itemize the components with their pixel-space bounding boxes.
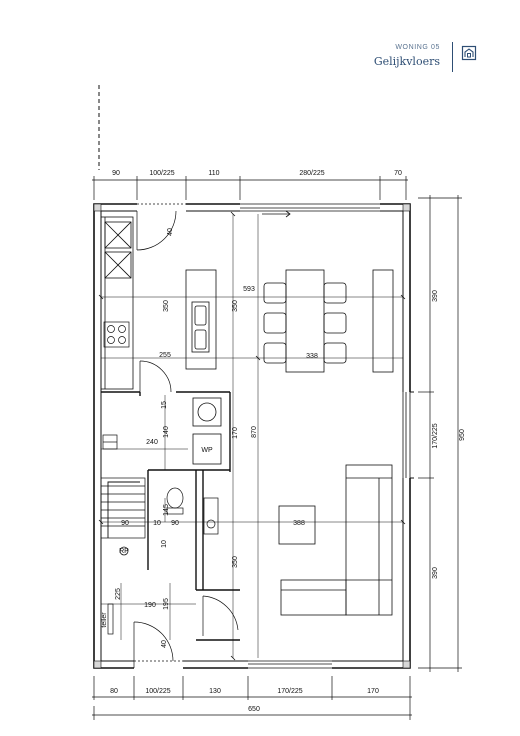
heat-pump-label: WP: [201, 447, 213, 454]
rainwater-pump-marker: [119, 546, 129, 556]
kitchen-dim-a: 350: [163, 300, 170, 312]
dim-10-a: 10: [153, 520, 161, 527]
window-bottom: [248, 660, 332, 669]
wall-corners: [93, 203, 411, 669]
header-divider: [452, 42, 453, 72]
bottom-dim-2: 100/225: [145, 688, 170, 695]
top-dim-1: 90: [112, 170, 120, 177]
dim-145: 145: [163, 504, 170, 516]
sliding-window-top: [240, 203, 380, 218]
top-dim-4: 280/225: [299, 170, 324, 177]
dim-170: 170: [232, 427, 239, 439]
house-number: WONING 05: [395, 44, 440, 51]
floor-title: Gelijkvloers: [373, 55, 440, 68]
bottom-dim-3: 130: [209, 688, 221, 695]
right-dimension-chain: [418, 195, 462, 672]
top-dim-2: 100/225: [149, 170, 174, 177]
dim-338: 338: [306, 353, 318, 360]
door-dim-bottom: 40: [161, 640, 168, 648]
utility-room: [192, 397, 222, 465]
kitchen-island: [185, 269, 217, 370]
meter-label: teller: [101, 612, 108, 628]
hall-door-lower: [202, 595, 239, 636]
bottom-dim-1: 80: [110, 688, 118, 695]
window-right: [402, 392, 411, 478]
hall-sink: [102, 434, 118, 450]
dimension-ticks: [98, 211, 406, 661]
dim-90-b: 90: [171, 520, 179, 527]
house-logo-icon: [461, 45, 477, 61]
dim-10-b: 10: [161, 540, 168, 548]
dim-90-a: 90: [121, 520, 129, 527]
dim-350-c: 350: [232, 556, 239, 568]
right-dim-total: 950: [459, 429, 466, 441]
lavatory: [203, 497, 219, 535]
top-dimension-chain: [92, 176, 408, 200]
right-dim-3: 390: [432, 567, 439, 579]
dining-table: [263, 269, 394, 373]
dim-388: 388: [293, 520, 305, 527]
bottom-dim-total: 650: [248, 706, 260, 713]
sofa: [280, 464, 393, 616]
bottom-dim-5: 170: [367, 688, 379, 695]
top-dim-5: 70: [394, 170, 402, 177]
dim-195: 195: [163, 598, 170, 610]
right-dim-1: 390: [432, 290, 439, 302]
dim-140: 140: [163, 426, 170, 438]
dim-870: 870: [251, 426, 258, 438]
top-dim-3: 110: [208, 170, 219, 177]
toilet: [166, 487, 184, 515]
interior-walls: [101, 391, 240, 641]
staircase: [100, 477, 146, 539]
dim-190: 190: [144, 602, 156, 609]
dim-593: 593: [243, 286, 255, 293]
meter-box: [107, 603, 114, 635]
rainwater-pump-label: RP: [119, 548, 129, 555]
right-dim-2: 170/225: [432, 423, 439, 448]
door-dim-top: 40: [167, 228, 174, 236]
bottom-dimension-chain: [92, 676, 412, 720]
cooktop: [103, 321, 130, 348]
plan-header: WONING 05 Gelijkvloers: [360, 38, 510, 78]
dim-255: 255: [159, 352, 171, 359]
dim-240: 240: [146, 439, 158, 446]
coffee-table: [278, 505, 316, 545]
dim-225: 225: [115, 588, 122, 600]
front-door: [136, 203, 186, 251]
kitchen-counter: [100, 216, 134, 390]
bottom-dim-4: 170/225: [277, 688, 302, 695]
kitchen-dim-b: 350: [232, 300, 239, 312]
back-door: [133, 621, 183, 668]
interior-dimension-lines: [101, 214, 403, 658]
hall-door: [139, 360, 172, 393]
dim-15: 15: [161, 401, 168, 409]
